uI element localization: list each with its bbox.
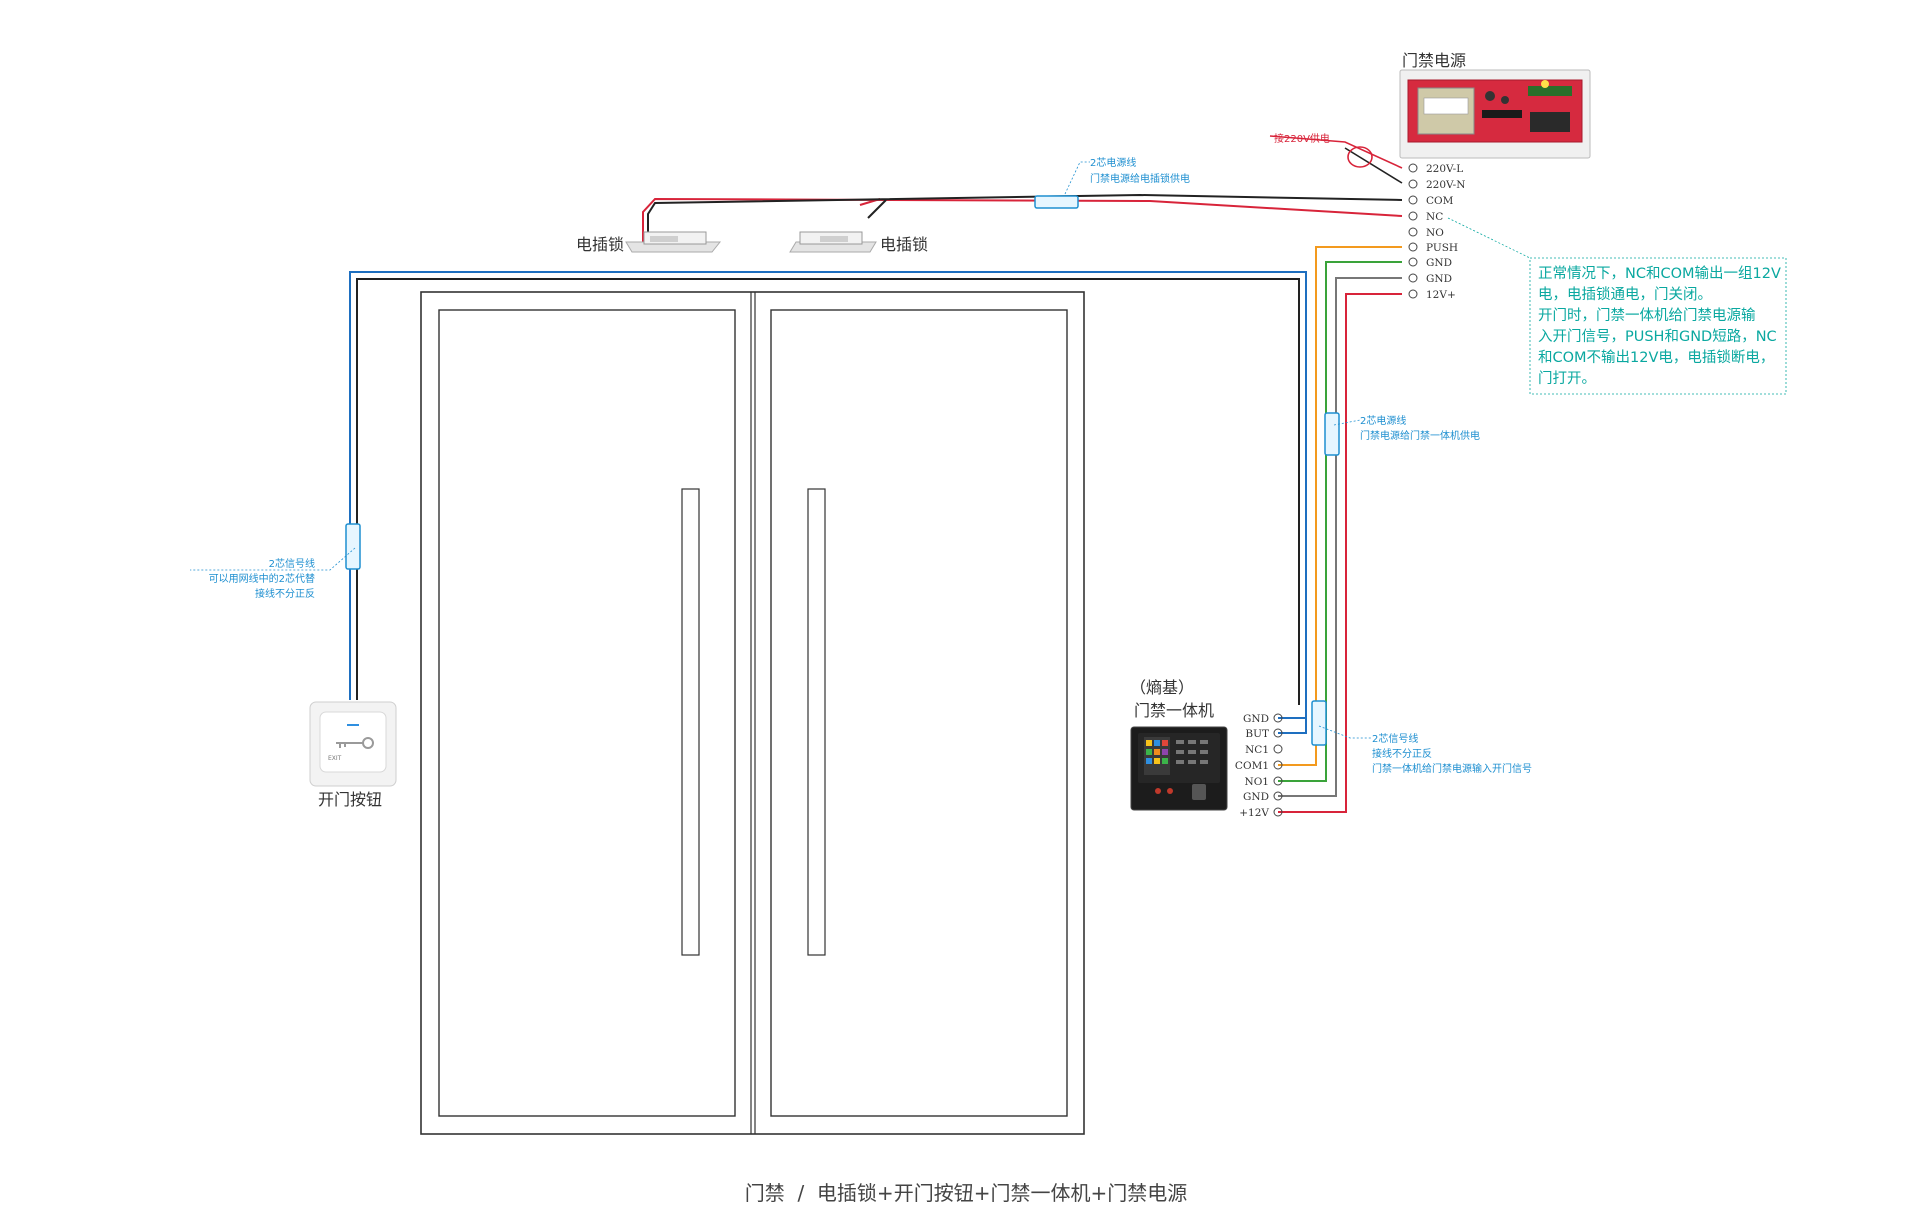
power-supply-terminal-labels: 220V-L 220V-N COM NC NO PUSH GND GND 12V…	[1426, 163, 1465, 301]
signal-cable-sleeve	[1311, 700, 1327, 746]
power-supply-title: 门禁电源	[1402, 51, 1466, 70]
exit-plate-text: EXIT	[328, 755, 342, 762]
button-cable-annotation: 2芯信号线 可以用网线中的2芯代替 接线不分正反	[209, 557, 315, 600]
electric-lock-right	[789, 231, 877, 253]
note-leader	[1447, 217, 1531, 259]
terminal-no: NO	[1426, 227, 1444, 239]
key-icon	[336, 737, 374, 749]
button-cable-annotation-line-3: 接线不分正反	[255, 587, 315, 600]
terminal-brand: （熵基）	[1130, 678, 1194, 697]
fingerprint-sensor-icon	[1192, 784, 1206, 800]
pin-no1: NO1	[1245, 776, 1269, 788]
button-cable-sleeve	[345, 523, 361, 570]
lock-label-right: 电插锁	[880, 235, 928, 254]
right-door-handle	[807, 488, 826, 956]
note-line-6: 门打开。	[1538, 370, 1596, 387]
signal-cable-annotation-line-2: 接线不分正反	[1372, 747, 1432, 760]
pin-12v: +12V	[1239, 807, 1269, 819]
mains-cable	[1269, 135, 1403, 184]
terminal-cable-annotation-line-2: 门禁电源给门禁一体机供电	[1360, 429, 1480, 442]
exit-button-label: 开门按钮	[318, 790, 382, 809]
lock-cable-annotation: 2芯电源线 门禁电源给电插锁供电	[1090, 156, 1190, 185]
signal-cable-annotation: 2芯信号线 接线不分正反 门禁一体机给门禁电源输入开门信号	[1372, 732, 1532, 775]
pin-nc1: NC1	[1245, 744, 1269, 756]
pin-but: BUT	[1245, 728, 1269, 740]
terminal-pins	[1273, 713, 1283, 817]
exit-button-signal-wires	[349, 271, 1307, 719]
power-to-terminal-wires	[1278, 246, 1402, 813]
double-door	[420, 291, 1085, 1135]
power-supply-terminals	[1408, 163, 1418, 299]
lock-cable-annotation-line-1: 2芯电源线	[1090, 156, 1136, 169]
pin-gnd-1: GND	[1243, 713, 1269, 725]
pin-gnd-2: GND	[1243, 791, 1269, 803]
signal-cable-annotation-line-1: 2芯信号线	[1372, 732, 1418, 745]
signal-cable-annotation-line-3: 门禁一体机给门禁电源输入开门信号	[1372, 762, 1532, 775]
mains-label: 接220V供电	[1274, 132, 1330, 145]
exit-button: EXIT	[309, 701, 397, 787]
terminal-gnd-2: GND	[1426, 273, 1452, 285]
lock-power-wires	[642, 193, 1403, 243]
terminal-cable-annotation-line-1: 2芯电源线	[1360, 414, 1406, 427]
terminal-cable-sleeve	[1324, 412, 1340, 456]
note-line-3: 开门时，门禁一体机给门禁电源输	[1538, 307, 1756, 324]
terminal-gnd-1: GND	[1426, 257, 1452, 269]
terminal-cable-annotation: 2芯电源线 门禁电源给门禁一体机供电	[1360, 414, 1480, 442]
lock-label-left: 电插锁	[576, 235, 624, 254]
terminal-name: 门禁一体机	[1134, 701, 1214, 720]
note-line-1: 正常情况下，NC和COM输出一组12V	[1538, 265, 1781, 282]
note-line-5: 和COM不输出12V电，电插锁断电，	[1538, 349, 1774, 366]
terminal-com: COM	[1426, 195, 1454, 207]
electric-lock-left	[625, 231, 722, 253]
terminal-pin-labels: GND BUT NC1 COM1 NO1 GND +12V	[1235, 713, 1269, 819]
note-line-4: 入开门信号，PUSH和GND短路，NC	[1538, 328, 1777, 345]
lock-cable-annotation-line-2: 门禁电源给电插锁供电	[1090, 172, 1190, 185]
annotation-leaders	[190, 161, 1372, 739]
cable-sleeves	[345, 195, 1340, 746]
pin-com1: COM1	[1235, 760, 1269, 772]
diagram-caption: 门禁 / 电插锁+开门按钮+门禁一体机+门禁电源	[745, 1181, 1187, 1205]
terminal-push: PUSH	[1426, 242, 1458, 254]
terminal-220v-n: 220V-N	[1426, 179, 1465, 191]
button-cable-annotation-line-1: 2芯信号线	[269, 557, 315, 570]
terminal-12v: 12V+	[1426, 289, 1456, 301]
terminal-220v-l: 220V-L	[1426, 163, 1463, 175]
lock-cable-sleeve	[1034, 195, 1079, 209]
power-supply-unit: 门禁电源	[1399, 51, 1591, 159]
access-control-terminal: （熵基） 门禁一体机	[1130, 678, 1228, 811]
note-line-2: 电，电插锁通电，门关闭。	[1538, 286, 1712, 303]
terminal-nc: NC	[1426, 211, 1443, 223]
button-cable-annotation-line-2: 可以用网线中的2芯代替	[209, 572, 315, 585]
operation-note: 正常情况下，NC和COM输出一组12V 电，电插锁通电，门关闭。 开门时，门禁一…	[1529, 257, 1787, 395]
left-door-handle	[681, 488, 700, 956]
